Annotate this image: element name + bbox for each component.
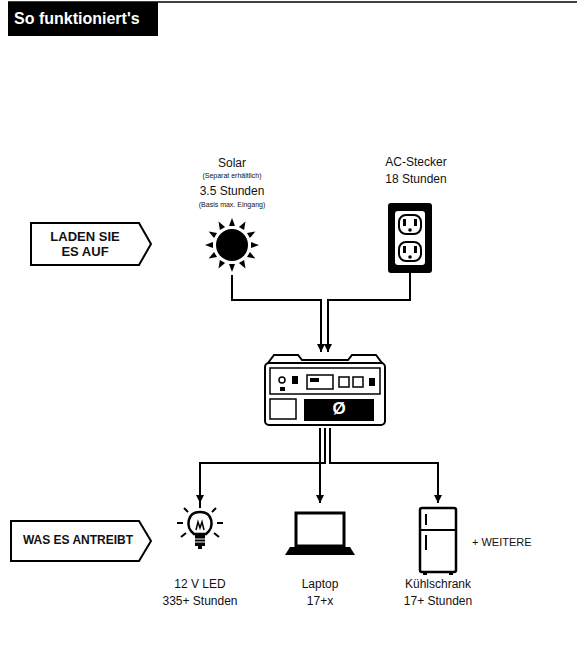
- node-text: AC-Stecker: [366, 155, 466, 169]
- node-text: Kühlschrank: [388, 577, 488, 591]
- flow-connector: [328, 273, 410, 352]
- node-text: 17+ Stunden: [388, 594, 488, 608]
- node-text: Solar: [182, 156, 282, 170]
- node-text: LADEN SIE ES AUF: [42, 229, 128, 259]
- device-fridge: Kühlschrank 17+ Stunden: [388, 503, 488, 610]
- node-text: 3.5 Stunden: [182, 184, 282, 198]
- source-ac: AC-Stecker18 Stunden: [360, 153, 460, 273]
- flow-connector: [200, 428, 320, 503]
- source-solar: Solar (Separat erhältlich) 3.5 Stunden (Bas…: [182, 153, 282, 275]
- flow-connector: [232, 275, 321, 352]
- flow-connector: [320, 428, 325, 503]
- outlet-icon: [388, 203, 432, 273]
- tag-shape: [31, 223, 151, 265]
- step-tag: LADEN SIE ES AUF: [30, 222, 152, 266]
- note-label: + WEITERE: [472, 536, 562, 549]
- node-text: Laptop: [270, 577, 370, 591]
- fridge-icon: [420, 508, 456, 575]
- node-text: (Basis max. Eingang): [182, 201, 282, 209]
- step-tag: WAS ES ANTREIBT: [10, 520, 152, 562]
- flow-connector: [330, 428, 438, 503]
- device-laptop: Laptop 17+x: [270, 503, 370, 610]
- node-text: (Separat erhältlich): [182, 172, 282, 180]
- bulb-icon: [177, 503, 223, 549]
- power-station-icon: [265, 355, 385, 425]
- laptop-icon: [285, 513, 355, 555]
- title-band: [8, 2, 158, 36]
- node-text: 18 Stunden: [366, 172, 466, 186]
- power-station: Ø: [262, 352, 388, 428]
- node-text: 17+x: [270, 594, 370, 608]
- device-led: 12 V LED 335+ Stunden: [150, 503, 250, 610]
- node-text: Ø: [304, 399, 374, 419]
- node-text: 335+ Stunden: [150, 594, 250, 608]
- title-text: So funktioniert's: [14, 9, 154, 28]
- node-text: WAS ES ANTREIBT: [16, 533, 140, 547]
- sun-icon: [205, 218, 259, 272]
- tag-shape: [11, 521, 151, 561]
- node-text: 12 V LED: [150, 577, 250, 591]
